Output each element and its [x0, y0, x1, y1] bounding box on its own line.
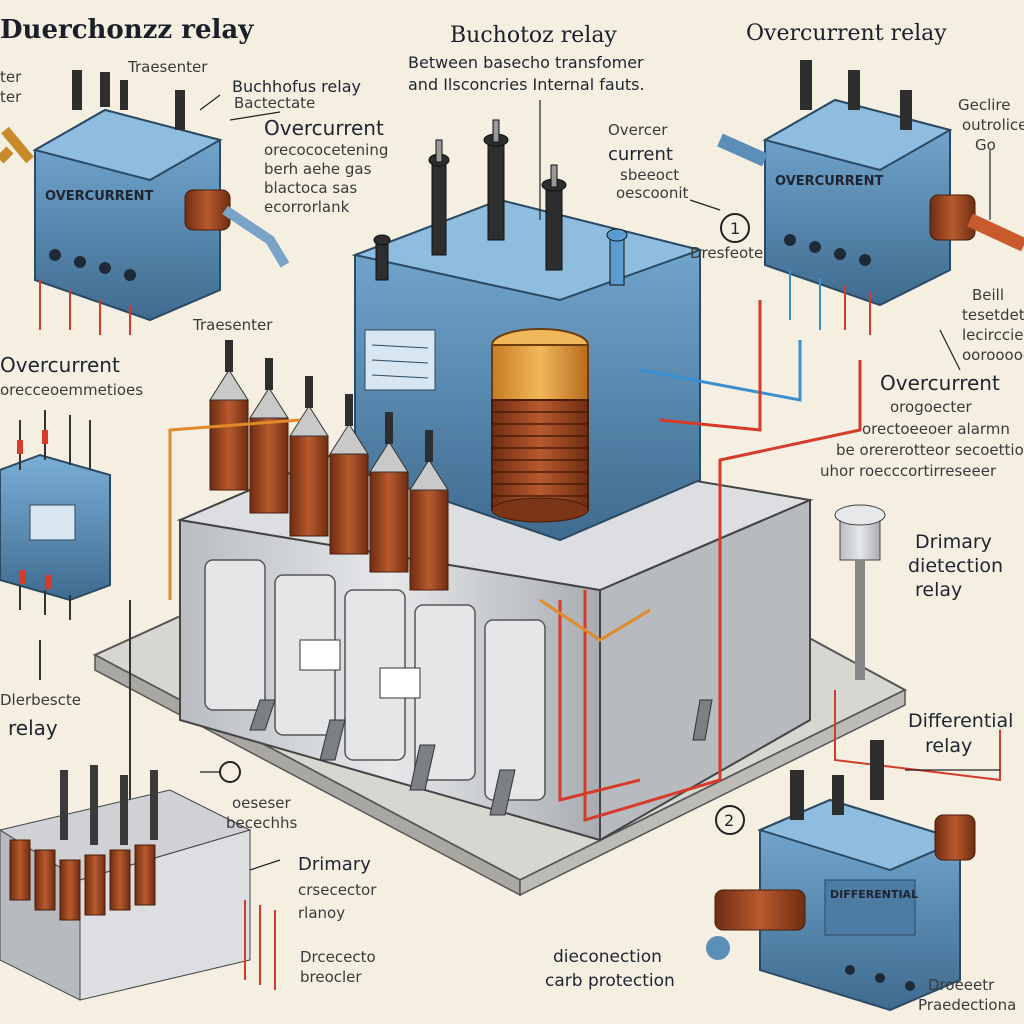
label-differential-2: relay: [925, 735, 972, 757]
label-right-side-2: outrolice: [962, 116, 1024, 134]
label-center-ovr-sub-1: sbeeoct: [620, 166, 679, 184]
coil: [369, 412, 409, 573]
label-bottom-left-small-2: breocler: [300, 968, 362, 986]
coil: [249, 358, 289, 514]
label-disconnection-1: dieconection: [553, 947, 662, 967]
label-left-relay-2: relay: [8, 716, 58, 740]
label-right-small-2: tesetdet: [962, 306, 1024, 324]
label-tl-desc-1: orecococetening: [264, 141, 388, 159]
label-primary-detection-3: relay: [915, 579, 962, 601]
radiator-fins: [204, 559, 546, 801]
relay-face-label: OVERCURRENT: [775, 174, 884, 189]
label-bottom-right-1: Droeeetr: [928, 976, 995, 994]
label-bottom-right-2: Praedectiona: [918, 996, 1016, 1014]
label-differential-1: Differential: [908, 710, 1013, 732]
wiring: [39, 300, 1001, 900]
label-traesenter-mid: Traesenter: [192, 316, 273, 334]
nameplate: [379, 667, 421, 699]
relay-left-bank: [0, 410, 111, 620]
marker-bl: [219, 761, 241, 783]
label-right-small-3: lecirccien: [962, 326, 1024, 344]
title-top-center: Buchotoz relay: [450, 23, 617, 48]
label-right-oc-2: orectoeeoer alarmn: [862, 420, 1010, 438]
label-right-side-1: Geclire: [958, 96, 1011, 114]
label-bottom-left-small-1: Drcececto: [300, 948, 376, 966]
label-right-small-4: ooroooocoo: [962, 346, 1024, 364]
svg-text:2: 2: [724, 811, 734, 830]
mini-transformer: [0, 765, 276, 1001]
label-primary-detection-1: Drimary: [915, 531, 992, 553]
tank-legs: [249, 699, 713, 816]
central-coil: [491, 328, 589, 523]
label-right-oc-4: uhor roecccortirreseeer: [820, 462, 997, 480]
leader-lines: [199, 94, 1000, 871]
label-right-oc-1: orogoecter: [890, 398, 972, 416]
coil: [409, 430, 449, 591]
relay-face-label: DIFFERENTIAL: [830, 888, 918, 901]
label-tl-desc-2: berh aehe gas: [264, 160, 372, 178]
coil: [329, 394, 369, 555]
label-buchholz-sub: Bactectate: [234, 94, 315, 112]
label-bottom-primary-3: rlanoy: [298, 904, 345, 922]
marker-2: 2: [715, 805, 745, 835]
primary-detection-bushing: [834, 504, 886, 680]
label-right-side-3: Go: [975, 136, 996, 154]
title-top-right: Overcurrent relay: [746, 21, 947, 46]
label-primary-detection-2: dietection: [908, 555, 1003, 577]
svg-text:1: 1: [730, 219, 740, 238]
label-traesenter-top: Traesenter: [127, 58, 208, 76]
label-marker-1-text: Dresfeote: [690, 244, 763, 262]
title-top-left: Duerchonzz relay: [0, 15, 254, 45]
label-center-line-2: and Ilsconcries Internal fauts.: [408, 75, 645, 94]
label-tl-side-2: ter: [0, 88, 22, 106]
label-center-overcurrent-1: Overcer: [608, 121, 668, 139]
relay-differential: DIFFERENTIAL: [706, 740, 976, 1012]
label-right-small-1: Beill: [972, 286, 1004, 304]
label-tl-desc-4: ecorrorlank: [264, 198, 350, 216]
label-tl-desc-3: blactoca sas: [264, 179, 357, 197]
label-marker-bl-2: becechhs: [226, 814, 297, 832]
relay-top-left: OVERCURRENT: [0, 70, 290, 335]
label-center-line-1: Between basecho transfomer: [408, 53, 644, 72]
relay-face-label: OVERCURRENT: [45, 189, 154, 204]
relay-top-right: OVERCURRENT: [717, 60, 1024, 335]
label-left-overcurrent-sub: orecceoemmetioes: [0, 381, 143, 399]
label-right-overcurrent: Overcurrent: [880, 371, 1000, 395]
label-bottom-primary-1: Drimary: [298, 854, 371, 875]
label-left-relay-1: Dlerbescte: [0, 691, 81, 709]
hv-bushings: [373, 119, 628, 286]
label-center-ovr-sub-2: oescoonit: [616, 184, 688, 202]
nameplate: [299, 639, 341, 671]
label-buchholz-small: Buchhofus relay: [232, 77, 361, 96]
label-marker-bl-1: oeseser: [232, 794, 291, 812]
label-center-overcurrent-2: current: [608, 144, 673, 165]
label-tl-side-1: ter: [0, 68, 22, 86]
label-left-overcurrent: Overcurrent: [0, 353, 120, 377]
coil: [289, 376, 329, 537]
label-right-oc-3: be orererotteor secoettion: [836, 441, 1024, 459]
label-tl-overcurrent: Overcurrent: [264, 116, 384, 140]
marker-1: 1: [720, 213, 750, 243]
label-disconnection-2: carb protection: [545, 971, 675, 991]
label-bottom-primary-2: crsecector: [298, 881, 377, 899]
coil: [209, 340, 249, 491]
